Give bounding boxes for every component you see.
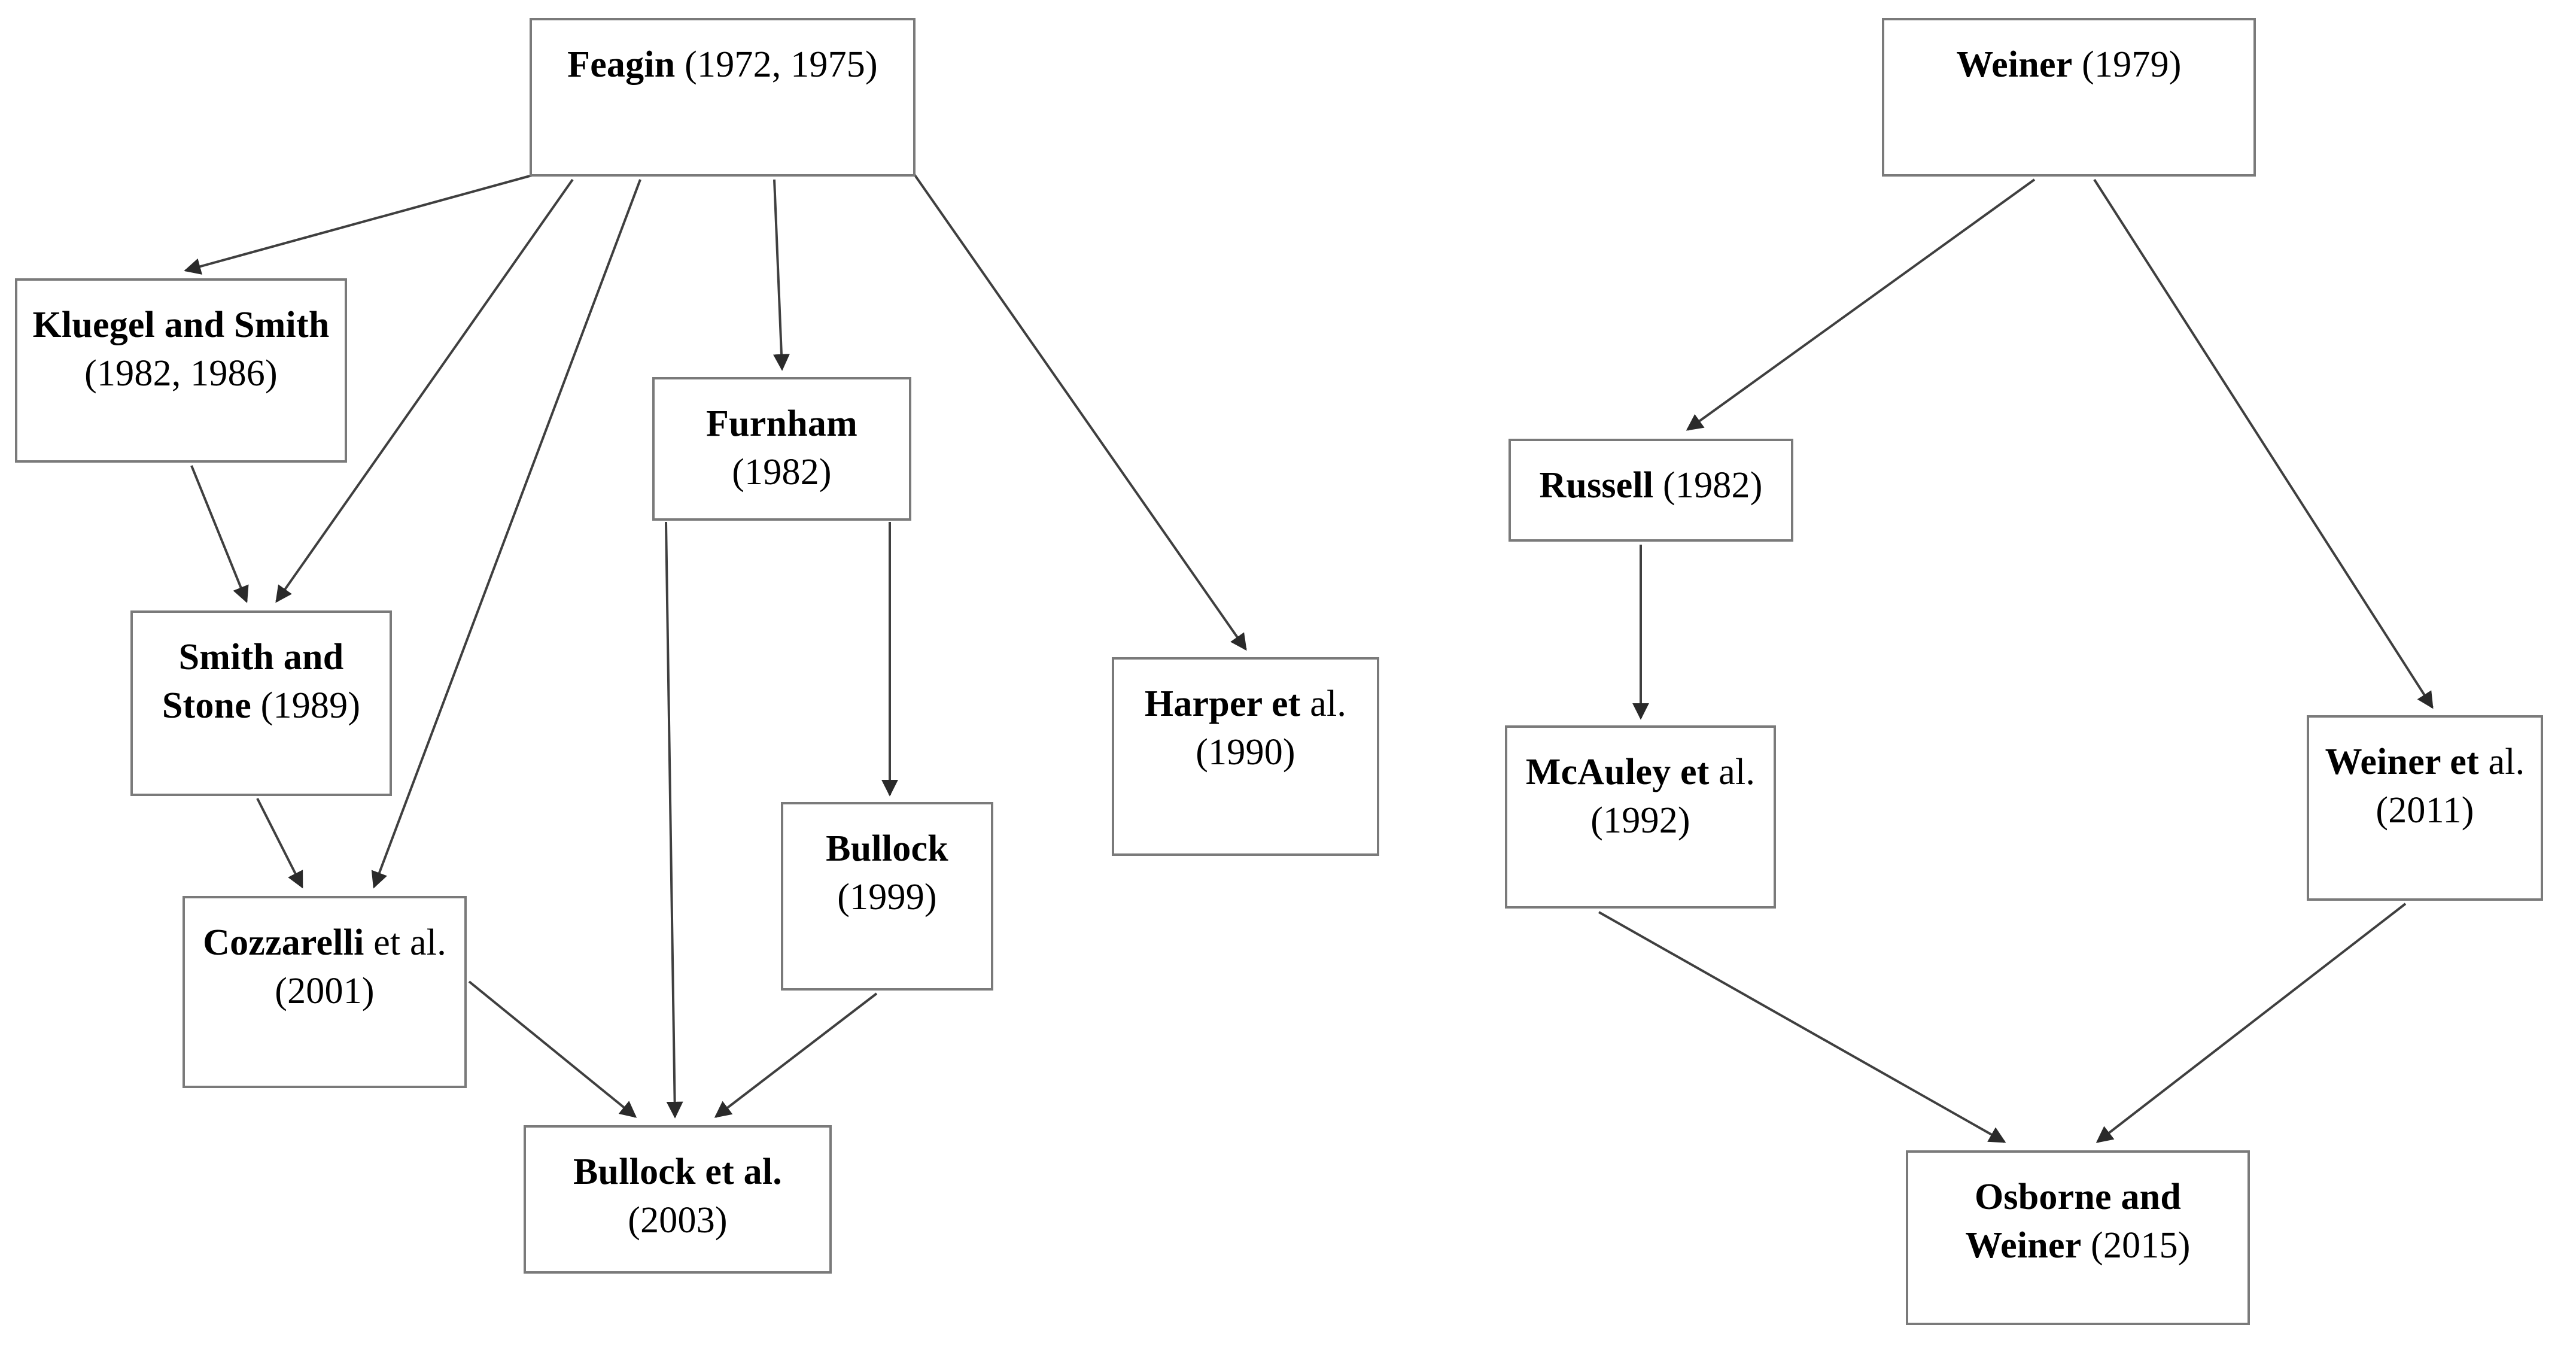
node-label-mcauley: McAuley et al. (1992) [1525,752,1756,841]
edge-feagin-to-kluegel-smith [184,172,539,275]
node-bullock-1999[interactable]: Bullock (1999) [781,802,993,991]
node-label-cozzarelli: Cozzarelli et al. (2001) [203,922,446,1011]
node-label-bullock-2003: Bullock et al. (2003) [573,1152,782,1241]
edge-furnham-to-bullock-2003 [665,521,683,1119]
edge-weiner-1979-to-weiner-2011 [2093,178,2434,709]
edge-mcauley-to-osborne-weiner [1598,911,2006,1143]
edge-weiner-1979-to-russell [1686,178,2036,431]
node-label-weiner-1979: Weiner (1979) [1956,44,2182,85]
node-label-smith-stone: Smith and Stone (1989) [162,637,361,726]
node-label-harper: Harper et al. (1990) [1144,683,1347,773]
node-label-bullock-1999: Bullock (1999) [826,828,948,918]
node-label-russell: Russell (1982) [1539,465,1763,506]
edge-cozzarelli-to-bullock-2003 [468,980,637,1118]
edge-smith-stone-to-cozzarelli [256,798,303,889]
node-label-furnham: Furnham (1982) [706,403,857,493]
node-weiner-2011[interactable]: Weiner et al. (2011) [2307,715,2543,901]
node-label-kluegel-smith: Kluegel and Smith (1982, 1986) [32,305,330,394]
edge-feagin-to-cozzarelli [371,179,641,889]
edge-feagin-to-furnham [773,179,790,371]
node-russell[interactable]: Russell (1982) [1509,439,1793,542]
edge-feagin-to-harper [913,172,1247,651]
node-furnham[interactable]: Furnham (1982) [652,377,911,521]
node-label-weiner-2011: Weiner et al. (2011) [2325,742,2525,831]
node-bullock-2003[interactable]: Bullock et al. (2003) [524,1125,832,1274]
edge-weiner-2011-to-osborne-weiner [2096,903,2407,1143]
node-label-feagin: Feagin (1972, 1975) [567,44,878,85]
node-mcauley[interactable]: McAuley et al. (1992) [1505,725,1776,909]
node-feagin[interactable]: Feagin (1972, 1975) [530,18,916,177]
edge-kluegel-smith-to-smith-stone [190,465,249,603]
node-cozzarelli[interactable]: Cozzarelli et al. (2001) [183,896,467,1088]
node-label-osborne-weiner: Osborne and Weiner (2015) [1965,1177,2191,1266]
node-smith-stone[interactable]: Smith and Stone (1989) [130,610,392,796]
node-kluegel-smith[interactable]: Kluegel and Smith (1982, 1986) [15,278,347,463]
node-harper[interactable]: Harper et al. (1990) [1112,657,1379,856]
edge-bullock-1999-to-bullock-2003 [714,992,878,1118]
node-weiner-1979[interactable]: Weiner (1979) [1882,18,2256,177]
node-osborne-weiner[interactable]: Osborne and Weiner (2015) [1906,1150,2250,1325]
